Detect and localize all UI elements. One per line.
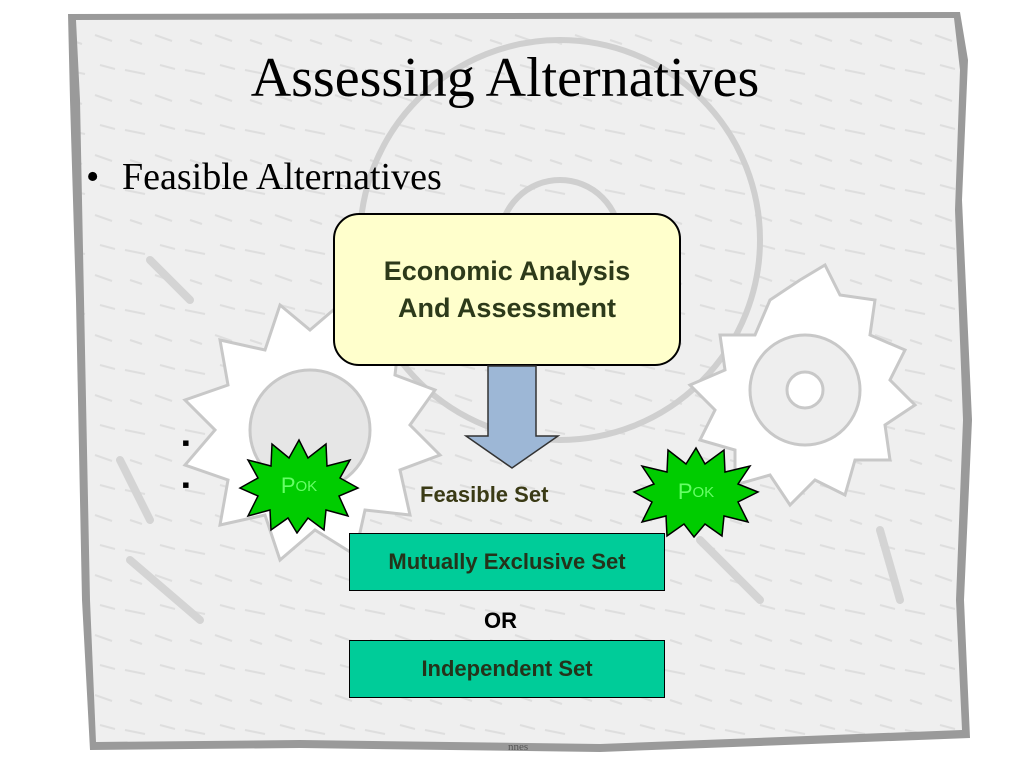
sub-bullet-marker: ▪ (182, 430, 190, 455)
gear-right-icon (687, 262, 918, 508)
bullet-item: • Feasible Alternatives (86, 155, 442, 199)
mutually-exclusive-set-box: Mutually Exclusive Set (349, 533, 665, 591)
mutually-exclusive-set-label: Mutually Exclusive Set (388, 549, 626, 574)
or-label: OR (484, 608, 517, 633)
sub-bullet-marker: ▪ (182, 472, 190, 497)
independent-set-label: Independent Set (421, 656, 593, 681)
bullet-dot: • (86, 156, 100, 198)
bullet-text: Feasible Alternatives (122, 156, 442, 198)
economic-analysis-line2: And Assessment (397, 292, 617, 323)
feasible-set-label: Feasible Set (420, 482, 549, 507)
starburst-icon (632, 446, 760, 539)
slide-title: Assessing Alternatives (250, 47, 760, 109)
down-arrow-icon (463, 365, 561, 469)
independent-set-box: Independent Set (349, 640, 665, 698)
footer-text: nnes (508, 741, 529, 753)
economic-analysis-line1: Economic Analysis (383, 256, 631, 287)
starburst-icon (238, 438, 360, 535)
economic-analysis-box: Economic Analysis And Assessment (333, 213, 681, 366)
background-scribbles (116, 256, 904, 624)
